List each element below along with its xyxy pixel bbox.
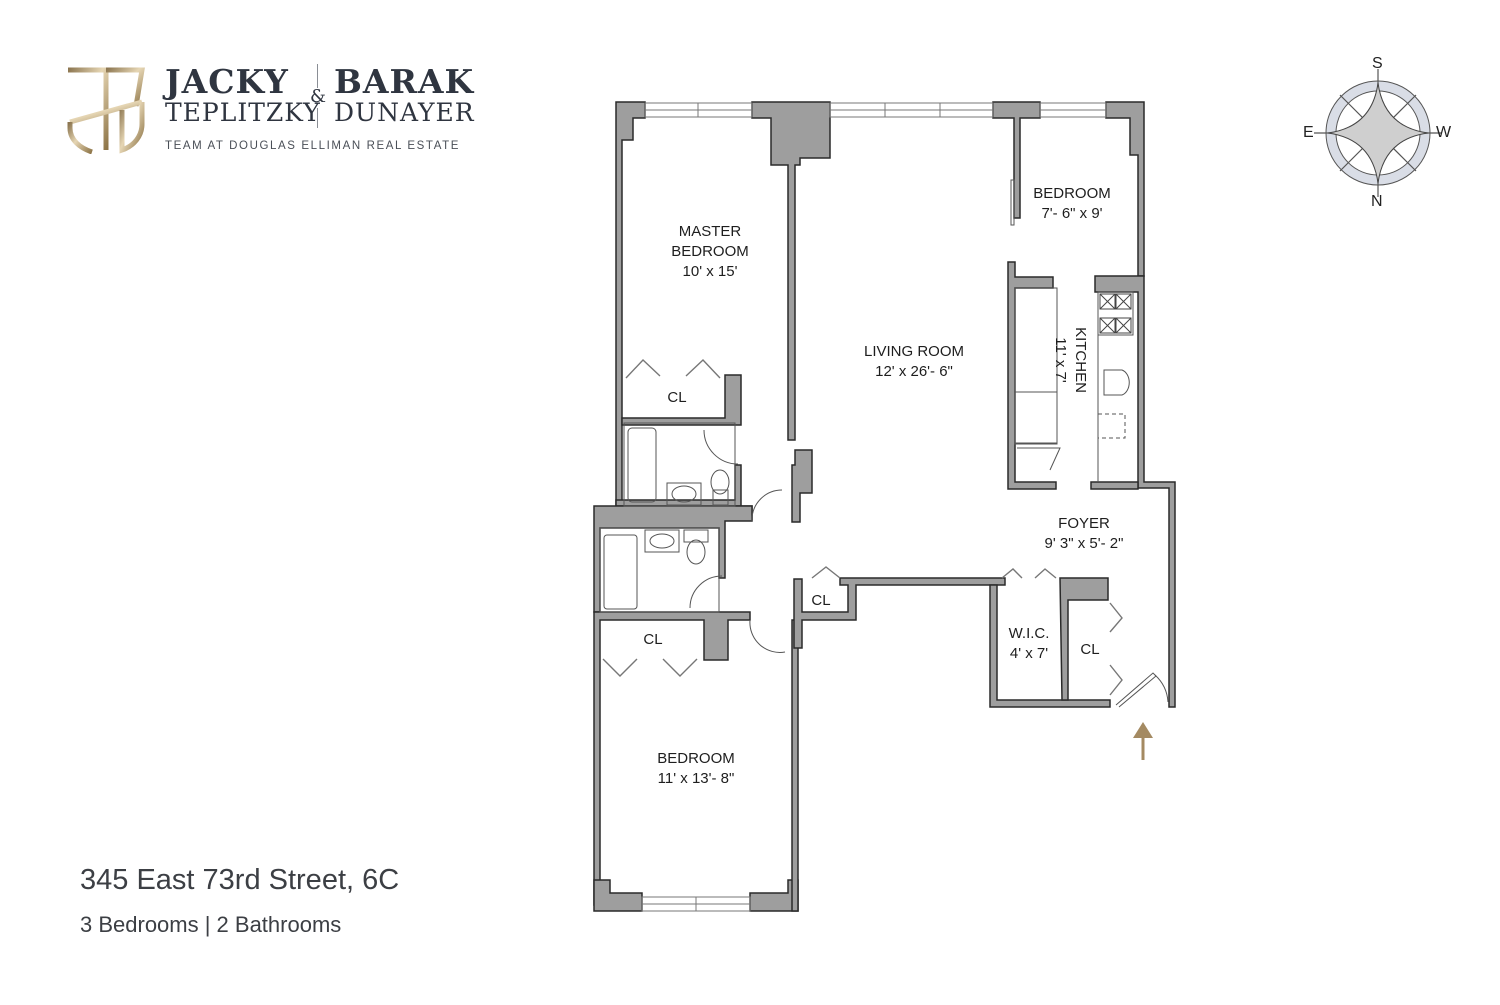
listing-address: 345 East 73rd Street, 6C [80, 864, 400, 896]
hall-closet-label: CL [811, 592, 831, 609]
master-bedroom-name-line2: BEDROOM [671, 243, 749, 260]
compass-label-left: E [1303, 124, 1314, 141]
kitchen-name: KITCHEN [1072, 327, 1089, 393]
brand-separator-bottom [317, 108, 318, 128]
wic-dims: 4' x 7' [1009, 645, 1049, 662]
brand-separator-top [317, 64, 318, 88]
foyer-dims: 9' 3" x 5'- 2" [1044, 535, 1124, 552]
entry-closet-label: CL [1080, 641, 1100, 658]
master-bedroom-name-line1: MASTER [678, 223, 742, 240]
brand-first-agent-first: JACKY [165, 62, 289, 101]
wic-name: W.I.C. [1008, 625, 1050, 642]
small-bedroom-name: BEDROOM [1033, 185, 1111, 202]
small-bedroom-label: BEDROOM 7'- 6" x 9' [1022, 184, 1122, 224]
living-room-dims: 12' x 26'- 6" [875, 363, 953, 380]
master-closet-label: CL [667, 389, 687, 406]
foyer-label: FOYER 9' 3" x 5'- 2" [1024, 514, 1144, 554]
bedroom-closet-label: CL [643, 631, 663, 648]
brand-ampersand: & [310, 86, 327, 107]
compass-label-top: S [1372, 55, 1383, 72]
bedroom-name: BEDROOM [657, 750, 735, 767]
wic-label: W.I.C. 4' x 7' [997, 624, 1061, 664]
bedroom-label: BEDROOM 11' x 13'- 8" [646, 749, 746, 789]
living-room-label: LIVING ROOM 12' x 26'- 6" [844, 342, 984, 382]
entry-arrow-icon [1132, 722, 1154, 760]
brand-second-agent-last: DUNAYER [334, 98, 475, 127]
living-room-name: LIVING ROOM [863, 343, 964, 360]
master-bedroom-dims: 10' x 15' [682, 263, 738, 280]
compass-rose-icon [1300, 55, 1470, 215]
brand-first-agent-last: TEPLITZKY [165, 98, 321, 127]
compass-label-right: W [1436, 124, 1452, 141]
brand-second-agent-first: BARAK [334, 62, 475, 101]
master-bedroom-label: MASTER BEDROOM 10' x 15' [660, 222, 760, 282]
kitchen-dims: 11' x 7' [1052, 337, 1069, 383]
listing-summary: 3 Bedrooms | 2 Bathrooms [80, 912, 342, 937]
bedroom-dims: 11' x 13'- 8" [657, 770, 735, 787]
compass-label-bottom: N [1371, 193, 1383, 210]
brand-team-line: TEAM AT DOUGLAS ELLIMAN REAL ESTATE [165, 140, 461, 152]
kitchen-label: KITCHEN 11' x 7' [1050, 310, 1090, 410]
brand-logo-icon [66, 66, 146, 155]
foyer-name: FOYER [1058, 515, 1110, 532]
small-bedroom-dims: 7'- 6" x 9' [1041, 205, 1103, 222]
